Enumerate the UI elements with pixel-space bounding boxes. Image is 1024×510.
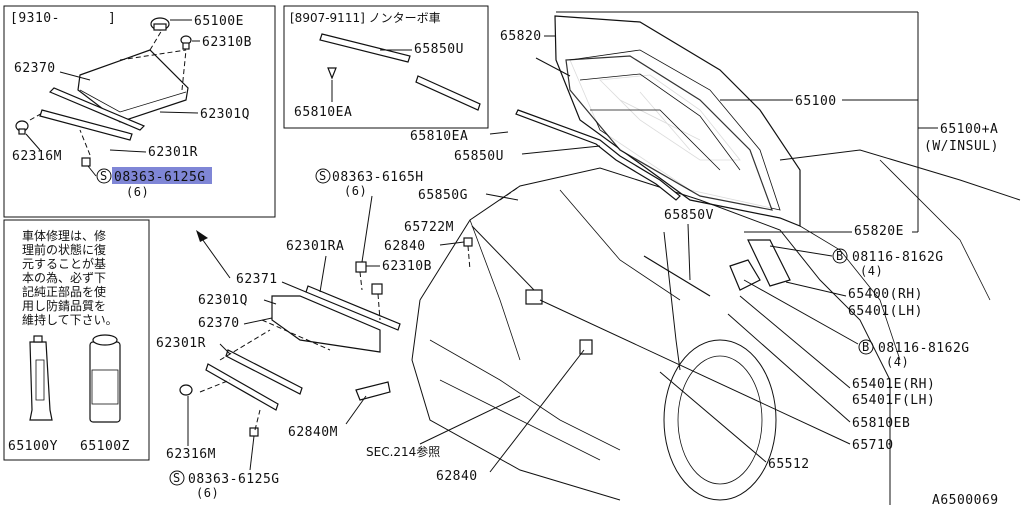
note-line-5: 記純正部品を使 (22, 284, 106, 299)
label-65850G: 65850G (418, 188, 468, 203)
grommet-part (150, 17, 170, 31)
label-65100E: 65100E (194, 14, 244, 29)
clip-62316M-part (15, 120, 29, 135)
repair-note-frame (3, 219, 150, 461)
inset-date-code: [9310- (10, 11, 60, 26)
label-08363-6125G-main: 08363-6125G (188, 472, 280, 487)
label-65810EA-main: 65810EA (410, 129, 468, 144)
label-qty-6165H: (6) (344, 184, 367, 198)
s-glyph-inset: S (100, 169, 108, 183)
label-65100Z: 65100Z (80, 439, 130, 454)
label-65810EB: 65810EB (852, 416, 910, 431)
front-seals-main (205, 285, 401, 411)
turbo-title: [8907-9111] ノンターボ車 (290, 11, 441, 25)
label-65100A: 65100+A (940, 122, 998, 137)
label-62316M-inset: 62316M (12, 149, 62, 164)
label-65100A-sub: (W/INSUL) (924, 139, 999, 154)
label-62371: 62371 (236, 272, 278, 287)
seal-65850U-main (515, 109, 681, 201)
s-circle-6125G (169, 470, 185, 486)
label-62310B-main: 62310B (382, 259, 432, 274)
highlight-08363-6125G (112, 167, 212, 184)
label-62310B-inset: 62310B (202, 35, 252, 50)
label-62301R-inset: 62301R (148, 145, 198, 160)
label-65810EA-turbo: 65810EA (294, 105, 352, 120)
note-line-1: 車体修理は、修 (22, 228, 106, 243)
note-line-4: 本の為、必ず下 (22, 271, 106, 285)
label-62840-lower: 62840 (436, 469, 478, 484)
s-circle-6165H (315, 168, 331, 184)
label-65401-lh: 65401(LH) (848, 304, 923, 319)
label-qty-6125G: (6) (196, 486, 219, 500)
label-65850V: 65850V (664, 208, 714, 223)
s-circle-inset (96, 168, 112, 184)
label-08363-6125G-inset[interactable]: 08363-6125G (114, 170, 206, 185)
label-08116-8162G-1: 08116-8162G (852, 250, 944, 265)
inset-turbo-frame (283, 5, 489, 129)
label-08363-6165H: 08363-6165H (332, 170, 424, 185)
clip-part (180, 35, 192, 50)
label-qty-bolt1: (4) (860, 264, 883, 278)
label-65710: 65710 (852, 438, 894, 453)
label-62370-inset: 62370 (14, 61, 56, 76)
rod-65850V (643, 231, 711, 371)
label-65820: 65820 (500, 29, 542, 44)
clip-65810EA-turbo (327, 67, 337, 80)
label-62316M-main: 62316M (166, 447, 216, 462)
b-circle-bolt2 (858, 339, 874, 355)
diagram-id: A6500069 (932, 493, 999, 508)
seal-strip-upper (48, 87, 146, 131)
direction-arrow-icon (196, 230, 208, 242)
sealant-tube-illustration (29, 335, 53, 421)
seal-strip-lower (39, 109, 133, 141)
label-62301R-main: 62301R (156, 336, 206, 351)
spray-can-illustration (89, 334, 121, 423)
b-circle-bolt1 (832, 248, 848, 264)
s-glyph-6125G: S (173, 471, 181, 485)
label-62301Q-main: 62301Q (198, 293, 248, 308)
label-65401E-rh: 65401E(RH) (852, 377, 935, 392)
label-62370-main: 62370 (198, 316, 240, 331)
label-65400-rh: 65400(RH) (848, 287, 923, 302)
label-qty-inset: (6) (126, 185, 149, 199)
screw-part (81, 157, 91, 167)
label-62840-upper: 62840 (384, 239, 426, 254)
label-65820E: 65820E (854, 224, 904, 239)
note-line-2: 理前の状態に復 (22, 242, 106, 257)
label-65722M: 65722M (404, 220, 454, 235)
label-65100Y: 65100Y (8, 439, 58, 454)
note-line-7: 維持して下さい。 (22, 312, 118, 327)
seal-65850U-turbo (319, 33, 481, 111)
label-62840M: 62840M (288, 425, 338, 440)
label-65850U-main: 65850U (454, 149, 504, 164)
b-glyph-bolt2: B (862, 340, 870, 354)
b-glyph-bolt1: B (836, 249, 844, 263)
label-qty-bolt2: (4) (886, 355, 909, 369)
latch-65710 (525, 289, 593, 355)
label-65512: 65512 (768, 457, 810, 472)
label-65850U-turbo: 65850U (414, 42, 464, 57)
label-62301Q-inset: 62301Q (200, 107, 250, 122)
label-62301RA: 62301RA (286, 239, 344, 254)
label-65401F-lh: 65401F(LH) (852, 393, 935, 408)
inset-9310-frame (3, 5, 276, 218)
hood-insulator (565, 55, 773, 211)
note-line-3: 元することが基 (22, 256, 106, 271)
hinge-65400 (729, 239, 791, 291)
inset-date-close: ] (108, 11, 116, 26)
note-line-6: 用し防錆品質を (22, 298, 106, 313)
label-08116-8162G-2: 08116-8162G (878, 341, 970, 356)
label-65100: 65100 (795, 94, 837, 109)
car-body-outline (411, 149, 1021, 505)
label-sec-214[interactable]: SEC.214参照 (366, 444, 440, 459)
s-glyph-6165H: S (319, 169, 327, 183)
